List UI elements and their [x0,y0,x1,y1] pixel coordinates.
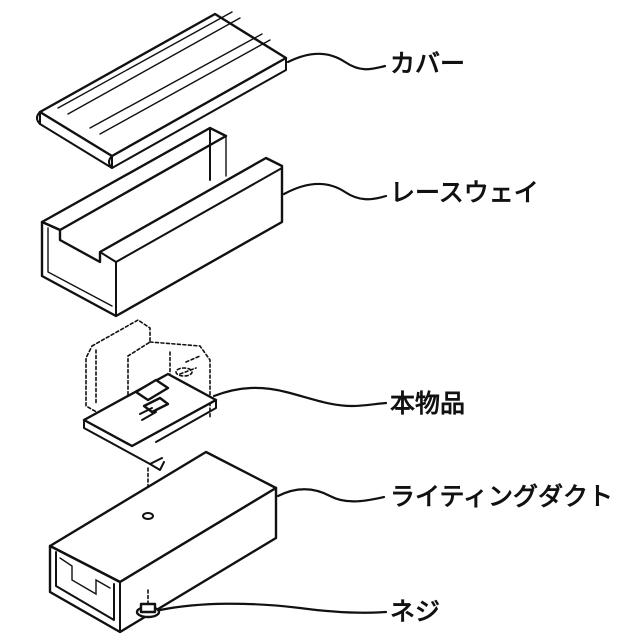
cover-part [37,12,286,168]
screw-part [137,604,159,617]
lighting-duct-part [50,452,276,632]
product-part [84,320,216,470]
label-raceway: レースウェイ [390,178,539,207]
leader-raceway [284,184,386,199]
leader-screw [160,604,386,613]
leader-lighting-duct [278,489,384,501]
label-screw: ネジ [390,597,440,626]
label-product: 本物品 [390,389,465,418]
leader-product [214,388,386,406]
leader-cover [288,54,385,70]
label-lighting-duct: ライティングダクト [390,482,613,511]
raceway-part [42,128,282,316]
label-cover: カバー [390,49,465,78]
